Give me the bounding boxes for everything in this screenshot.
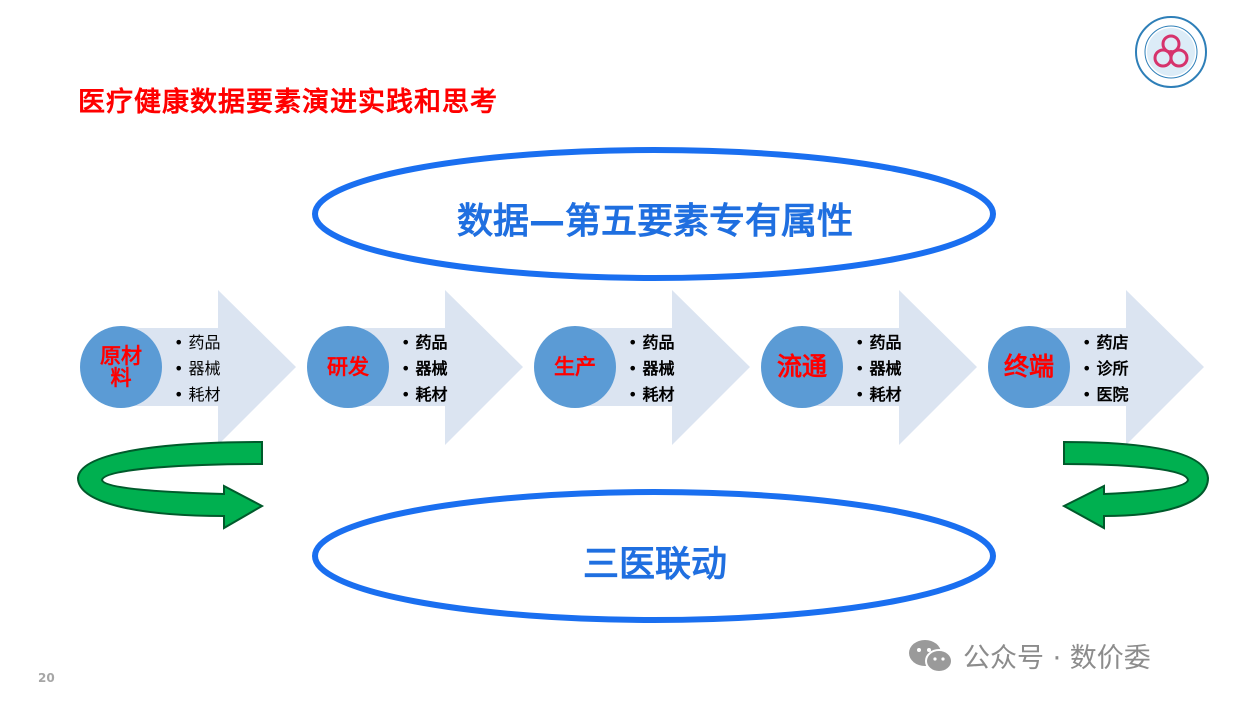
stage-raw-materials: 原材料 药品 器械 耗材 — [80, 290, 300, 445]
stage-label: 终端 — [1003, 353, 1054, 381]
wechat-icon — [909, 639, 953, 673]
stage-circle: 研发 — [307, 326, 389, 408]
stage-item-list: 药店 诊所 医院 — [1082, 330, 1129, 408]
ellipse-top-label: 数据—第五要素专有属性 — [456, 201, 853, 242]
stage-circle: 原材料 — [80, 326, 162, 408]
page-title: 医疗健康数据要素演进实践和思考 — [78, 87, 498, 118]
list-item: 器械 — [174, 356, 221, 382]
list-item: 药品 — [628, 330, 675, 356]
ellipse-bottom-label: 三医联动 — [582, 544, 727, 585]
list-item: 器械 — [855, 356, 902, 382]
list-item: 耗材 — [628, 382, 675, 408]
stage-circle: 流通 — [761, 326, 843, 408]
watermark: 公众号 · 数价委 — [907, 636, 1151, 675]
ellipse-top — [312, 147, 996, 281]
stage-label: 研发 — [327, 354, 369, 379]
stage-terminal: 终端 药店 诊所 医院 — [988, 290, 1208, 445]
stage-production: 生产 药品 器械 耗材 — [534, 290, 754, 445]
stage-item-list: 药品 器械 耗材 — [174, 330, 221, 408]
curved-arrow-left-icon — [76, 440, 265, 530]
stage-distribution: 流通 药品 器械 耗材 — [761, 290, 981, 445]
stage-circle: 生产 — [534, 326, 616, 408]
stage-label: 原材料 — [100, 343, 142, 390]
stage-research: 研发 药品 器械 耗材 — [307, 290, 527, 445]
list-item: 器械 — [628, 356, 675, 382]
list-item: 耗材 — [174, 382, 221, 408]
list-item: 诊所 — [1082, 356, 1129, 382]
list-item: 药品 — [401, 330, 448, 356]
stage-item-list: 药品 器械 耗材 — [401, 330, 448, 408]
stage-label: 流通 — [776, 353, 827, 381]
ellipse-bottom — [312, 489, 996, 623]
stage-item-list: 药品 器械 耗材 — [628, 330, 675, 408]
list-item: 药品 — [174, 330, 221, 356]
page-number: 20 — [38, 671, 55, 685]
list-item: 器械 — [401, 356, 448, 382]
stage-label: 生产 — [554, 354, 596, 379]
stage-item-list: 药品 器械 耗材 — [855, 330, 902, 408]
stage-circle: 终端 — [988, 326, 1070, 408]
list-item: 医院 — [1082, 382, 1129, 408]
list-item: 药品 — [855, 330, 902, 356]
list-item: 耗材 — [401, 382, 448, 408]
association-seal-icon — [1135, 16, 1207, 88]
list-item: 药店 — [1082, 330, 1129, 356]
watermark-text: 公众号 · 数价委 — [963, 643, 1151, 674]
curved-arrow-right-icon — [1061, 440, 1210, 530]
list-item: 耗材 — [855, 382, 902, 408]
